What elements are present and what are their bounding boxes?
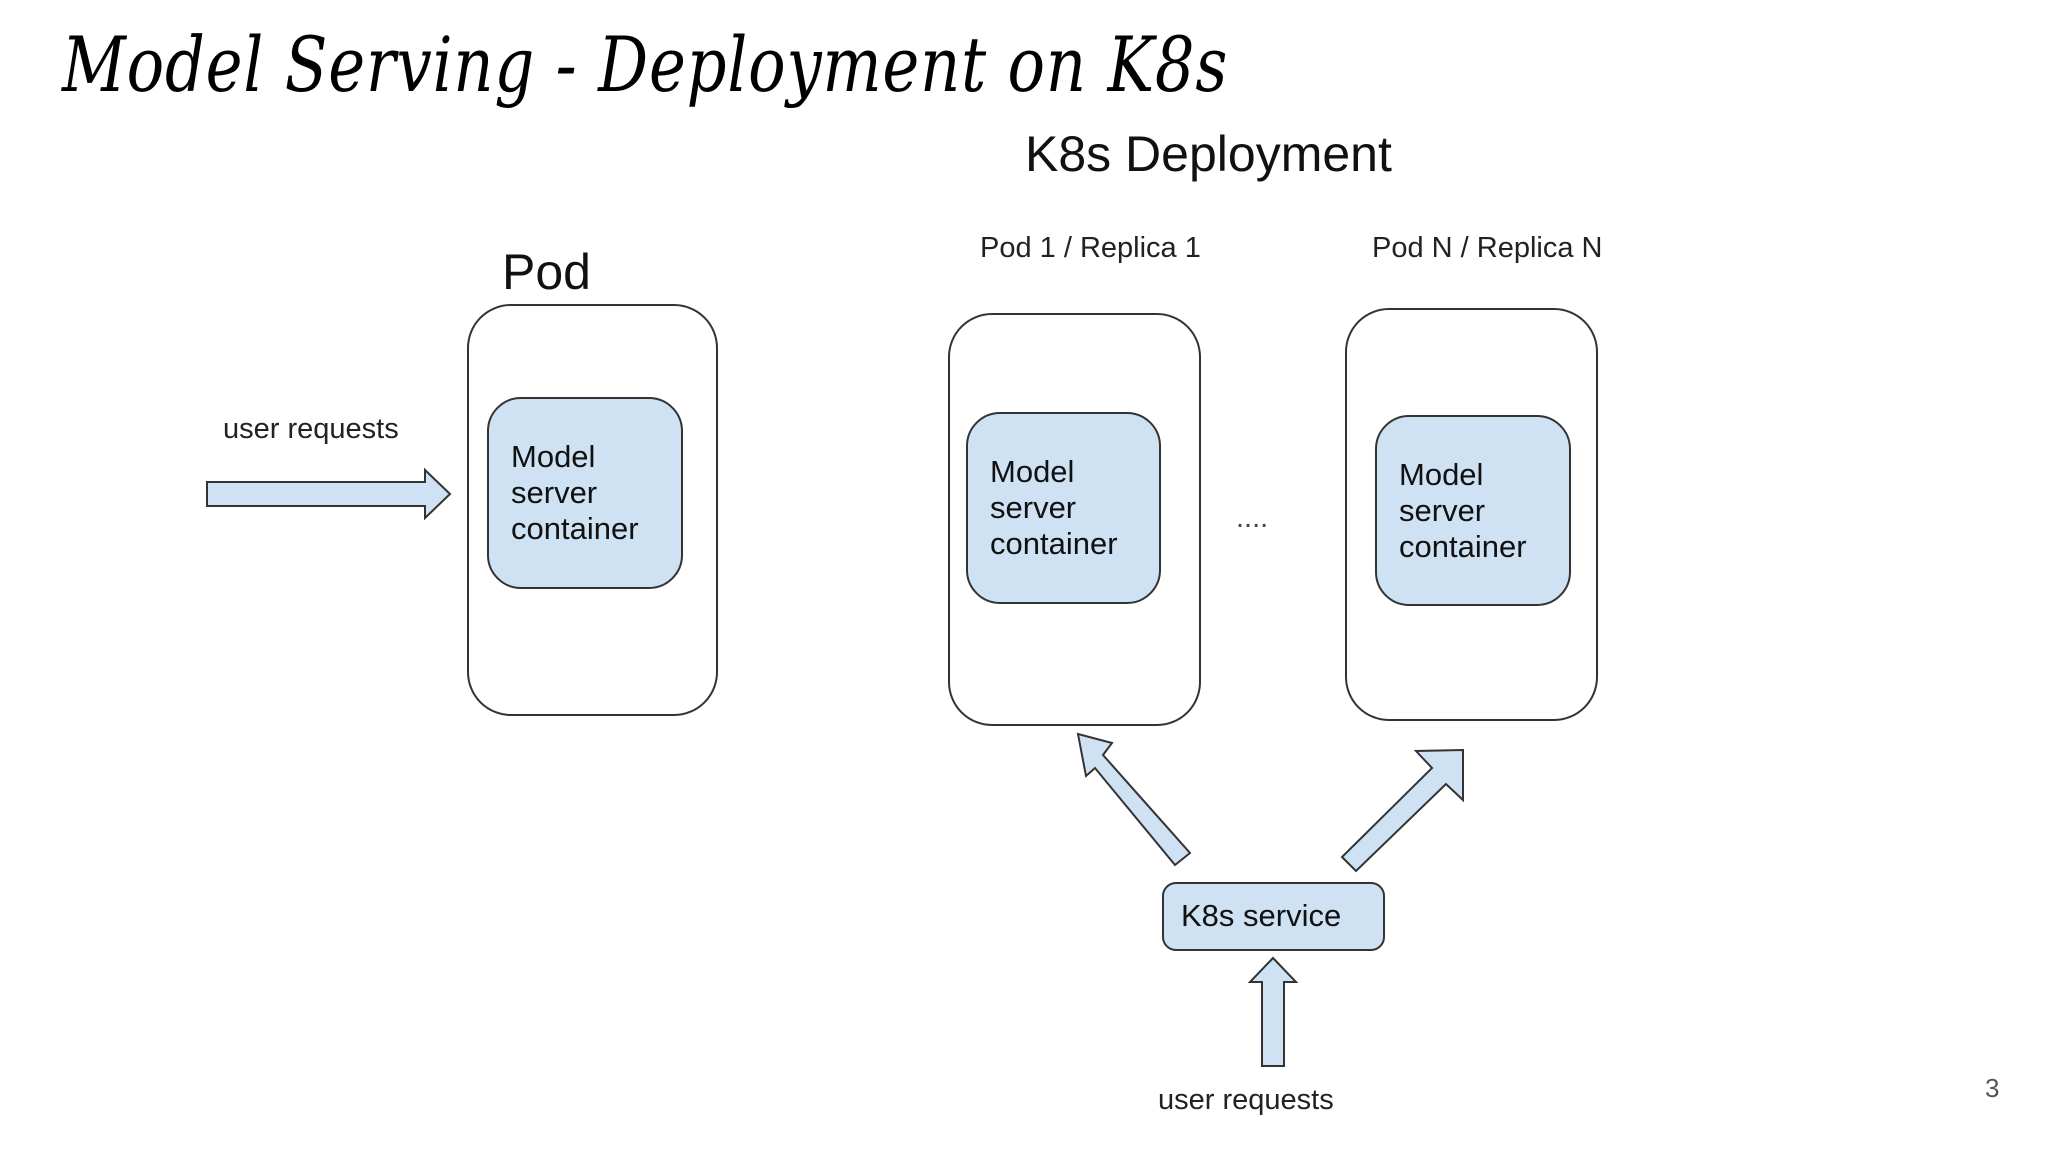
arrow-up-icon bbox=[1247, 956, 1299, 1067]
slide-title: Model Serving - Deployment on K8s bbox=[62, 20, 1229, 109]
pod-1-label: Pod 1 / Replica 1 bbox=[980, 232, 1201, 264]
container-text: container bbox=[511, 511, 639, 546]
k8s-service-box: K8s service bbox=[1162, 882, 1385, 951]
container-text: Model bbox=[990, 454, 1075, 489]
ellipsis: .... bbox=[1236, 502, 1269, 534]
arrow-right-icon bbox=[206, 467, 452, 521]
pod-n-label: Pod N / Replica N bbox=[1372, 232, 1603, 264]
container-text: container bbox=[990, 526, 1118, 561]
user-requests-label-bottom: user requests bbox=[1158, 1084, 1334, 1116]
pod-1-container: Model server container bbox=[966, 412, 1161, 604]
single-pod-container: Model server container bbox=[487, 397, 683, 589]
arrow-up-left-icon bbox=[1076, 732, 1192, 867]
container-text: server bbox=[990, 490, 1077, 525]
arrow-up-right-icon bbox=[1340, 748, 1464, 873]
container-text: server bbox=[1399, 493, 1486, 528]
pod-heading: Pod bbox=[502, 244, 591, 300]
container-text: server bbox=[511, 475, 598, 510]
user-requests-label-left: user requests bbox=[223, 413, 399, 445]
page-number: 3 bbox=[1985, 1073, 2000, 1103]
pod-n-container: Model server container bbox=[1375, 415, 1571, 606]
deployment-heading: K8s Deployment bbox=[1025, 126, 1392, 182]
container-text: Model bbox=[511, 439, 596, 474]
container-text: Model bbox=[1399, 457, 1484, 492]
container-text: container bbox=[1399, 529, 1527, 564]
